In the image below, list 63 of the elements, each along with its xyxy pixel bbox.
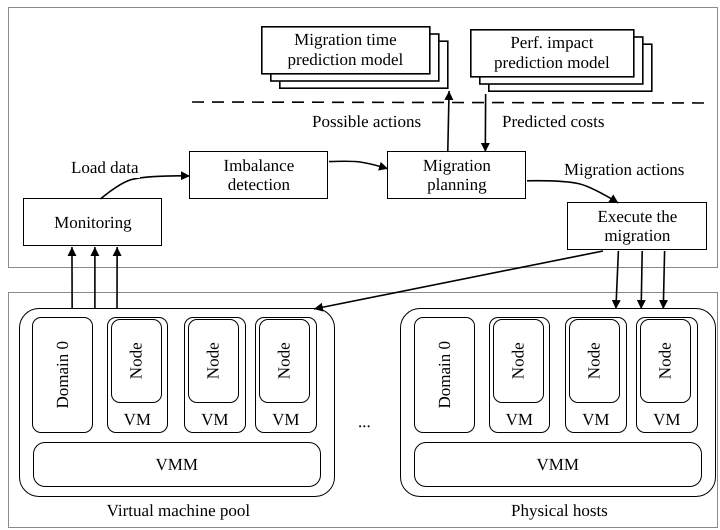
- process-box: [567, 202, 708, 250]
- process-box: [23, 198, 162, 246]
- box-label: Node: [584, 342, 604, 380]
- box-label: VM: [581, 410, 610, 430]
- box-label: Execute the migration: [596, 206, 678, 246]
- vmm-bar: [32, 442, 321, 487]
- stacked-model-box: [261, 26, 450, 90]
- box-label: VM: [652, 410, 682, 430]
- arrow: [314, 250, 604, 312]
- arrow: [112, 247, 122, 309]
- vm-box: [636, 316, 698, 433]
- component-box: [640, 319, 692, 404]
- process-box: [387, 151, 526, 200]
- box-label: Domain 0: [434, 341, 454, 409]
- box-label: Node: [204, 342, 224, 380]
- vm-box: [184, 316, 246, 433]
- node-label: Physical hosts: [510, 501, 609, 521]
- vm-box: [564, 316, 627, 433]
- arrow: [480, 94, 490, 152]
- process-box: [189, 151, 328, 200]
- stacked-model-box: [470, 29, 654, 94]
- component-box: [32, 316, 93, 433]
- arrow: [612, 250, 621, 310]
- component-box: [493, 319, 544, 404]
- host-box: [400, 308, 716, 498]
- vm-box: [488, 316, 550, 433]
- panel-frame: [8, 7, 718, 268]
- arrow: [67, 247, 76, 309]
- box-label: Monitoring: [53, 212, 133, 232]
- component-box: [259, 319, 310, 404]
- box-label: Node: [126, 342, 146, 380]
- host-box: [19, 308, 336, 498]
- arrow: [90, 247, 100, 309]
- arrow: [526, 180, 619, 204]
- arrow: [328, 160, 388, 170]
- box-label: VM: [122, 410, 152, 430]
- box-label: Node: [656, 342, 676, 380]
- box-label: VMM: [154, 454, 200, 474]
- arrow: [444, 90, 454, 152]
- arrow: [658, 250, 668, 310]
- component-box: [188, 319, 240, 404]
- box-label: Node: [508, 342, 528, 380]
- arrow: [636, 250, 646, 310]
- node-label: Virtual machine pool: [106, 501, 252, 521]
- arrow: [100, 171, 190, 200]
- vm-box: [254, 316, 317, 433]
- component-box: [111, 319, 162, 404]
- vm-box: [106, 316, 168, 433]
- box-label: Imbalance detection: [222, 156, 296, 195]
- box-label: VM: [504, 410, 534, 430]
- panel-frame: [8, 292, 718, 528]
- box-label: VM: [200, 410, 230, 430]
- box-label: Node: [274, 342, 294, 380]
- box-label: VMM: [536, 454, 580, 474]
- component-box: [414, 316, 475, 433]
- box-label: VM: [271, 410, 300, 430]
- box-label: Domain 0: [52, 341, 72, 409]
- box-label: Migration time prediction model: [286, 30, 404, 70]
- component-box: [569, 319, 620, 404]
- box-label: Migration planning: [422, 156, 492, 195]
- vmm-bar: [414, 442, 702, 487]
- box-label: Perf. impact prediction model: [493, 33, 611, 72]
- edge-label: Load data: [70, 158, 140, 178]
